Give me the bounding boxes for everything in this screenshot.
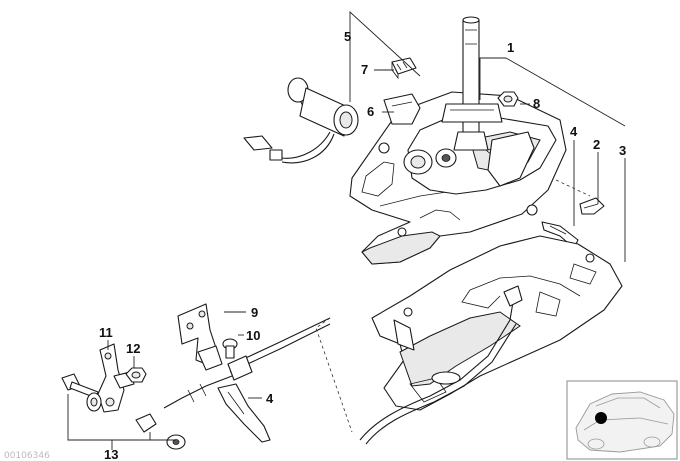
nut-8 bbox=[497, 91, 519, 107]
lever-bracket-9 bbox=[177, 303, 223, 371]
selector-cable bbox=[163, 285, 523, 445]
location-marker bbox=[595, 412, 607, 424]
callout-9: 9 bbox=[251, 305, 258, 320]
detent-lever-4 bbox=[217, 383, 271, 443]
callout-3: 3 bbox=[619, 143, 626, 158]
bolt-10 bbox=[222, 338, 238, 359]
vehicle-location-inset bbox=[566, 380, 678, 460]
callout-5: 5 bbox=[344, 29, 351, 44]
callout-11: 11 bbox=[99, 325, 113, 340]
callout-4-lower: 4 bbox=[266, 391, 274, 406]
lower-housing-tray bbox=[371, 235, 623, 411]
selector-housing-assembly bbox=[349, 16, 567, 265]
callout-12: 12 bbox=[126, 341, 140, 356]
callout-7: 7 bbox=[361, 62, 368, 77]
retaining-clip-2 bbox=[579, 197, 605, 215]
connector-clip-7 bbox=[391, 57, 417, 80]
callout-2: 2 bbox=[593, 137, 600, 152]
callout-1: 1 bbox=[507, 40, 514, 55]
callout-numbers: 1 2 3 4 5 6 7 8 9 10 11 12 4 13 bbox=[99, 29, 626, 461]
callout-4-upper: 4 bbox=[570, 124, 578, 139]
shift-lock-solenoid bbox=[243, 77, 359, 164]
watermark-id: 00106346 bbox=[4, 451, 50, 461]
callout-13: 13 bbox=[104, 447, 118, 461]
callout-6: 6 bbox=[367, 104, 374, 119]
nut-12 bbox=[125, 367, 147, 383]
lever-11 bbox=[97, 343, 135, 413]
callout-lines bbox=[67, 10, 626, 450]
bracket-6 bbox=[383, 93, 421, 125]
hardware-set-13 bbox=[61, 373, 186, 450]
callout-8: 8 bbox=[533, 96, 540, 111]
callout-10: 10 bbox=[246, 328, 260, 343]
